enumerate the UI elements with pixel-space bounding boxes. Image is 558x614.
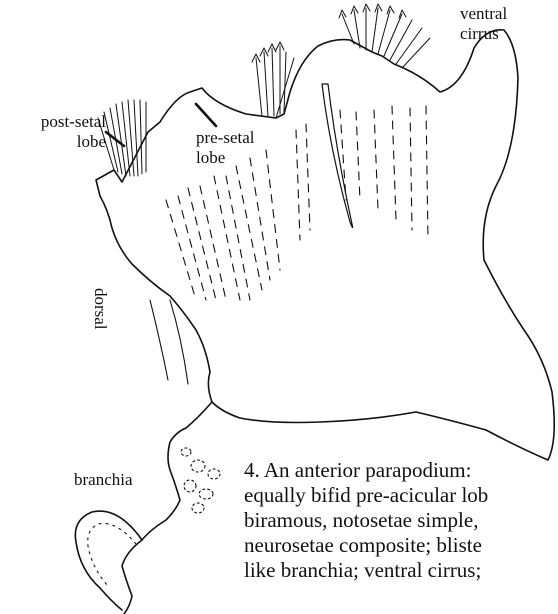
pre-setal-lobe-label: pre-setal lobe	[196, 128, 255, 168]
caption-line: equally bifid pre-acicular lob	[244, 483, 488, 508]
acicula	[322, 84, 353, 228]
pre-setal-leader	[196, 104, 216, 126]
ventral-cirrus-label: ventral cirrus	[460, 4, 507, 44]
pre-setal-setae	[252, 42, 294, 118]
body-lower-outline	[122, 402, 212, 614]
caption-line: biramous, notosetae simple,	[244, 508, 488, 533]
caption-line: 4. An anterior parapodium:	[244, 458, 488, 483]
dorsal-label: dorsal	[90, 288, 110, 330]
post-setal-lobe-label: post-setal lobe	[8, 112, 106, 152]
caption-line: neurosetae composite; bliste	[244, 533, 488, 558]
caption-line: like branchia; ventral cirrus;	[244, 558, 488, 583]
figure-caption: 4. An anterior parapodium: equally bifid…	[244, 458, 488, 583]
parapodium-outline	[96, 30, 554, 460]
branchia-inner	[88, 523, 136, 586]
branchia-label: branchia	[74, 470, 133, 490]
